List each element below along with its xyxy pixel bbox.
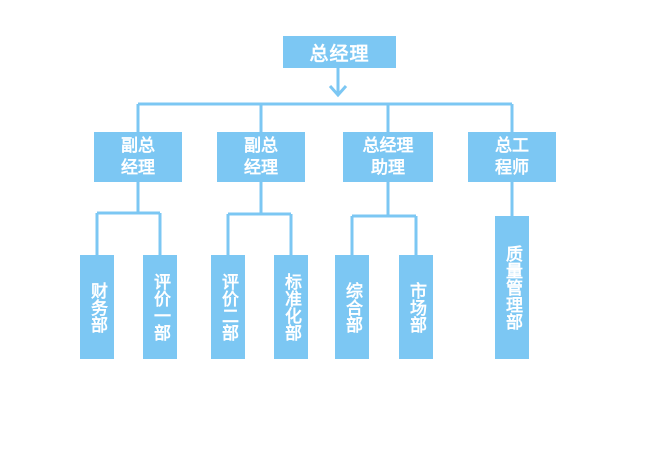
node-label: 总工 程师 bbox=[495, 136, 529, 178]
node-finance-dept: 财务部 bbox=[80, 255, 114, 359]
node-quality-management-dept: 质量管理部 bbox=[495, 216, 529, 359]
node-gm-assistant: 总经理 助理 bbox=[343, 132, 433, 182]
node-evaluation-dept-2: 评价二部 bbox=[211, 255, 245, 359]
node-label: 副总 经理 bbox=[121, 136, 155, 178]
node-evaluation-dept-1: 评价一部 bbox=[143, 255, 177, 359]
node-label: 财务部 bbox=[87, 281, 107, 333]
node-label: 总经理 助理 bbox=[362, 136, 414, 178]
node-label: 标准化部 bbox=[281, 273, 301, 341]
node-deputy-gm-1: 副总 经理 bbox=[94, 132, 182, 182]
node-deputy-gm-2: 副总 经理 bbox=[217, 132, 305, 182]
node-standardization-dept: 标准化部 bbox=[274, 255, 308, 359]
node-marketing-dept: 市场部 bbox=[399, 255, 433, 359]
node-label: 副总 经理 bbox=[244, 136, 278, 178]
node-general-affairs-dept: 综合部 bbox=[335, 255, 369, 359]
node-chief-engineer: 总工 程师 bbox=[468, 132, 556, 182]
node-label: 评价二部 bbox=[218, 273, 238, 341]
node-general-manager: 总经理 bbox=[283, 36, 396, 68]
node-label: 质量管理部 bbox=[502, 245, 522, 330]
arrowhead bbox=[328, 85, 348, 98]
node-label: 综合部 bbox=[342, 281, 362, 333]
node-label: 市场部 bbox=[406, 281, 426, 333]
node-label: 评价一部 bbox=[150, 273, 170, 341]
node-label: 总经理 bbox=[309, 42, 370, 65]
